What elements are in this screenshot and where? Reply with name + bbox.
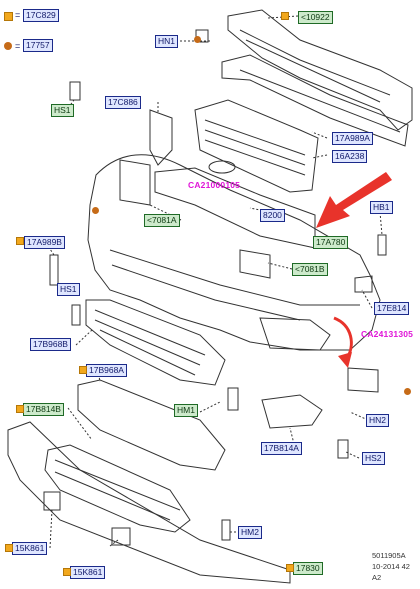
legend-square-marker [4, 12, 13, 21]
square-marker [63, 568, 71, 576]
dot-marker [194, 36, 201, 43]
square-marker [16, 237, 24, 245]
label-16a238: 16A238 [332, 150, 368, 163]
label-15k861-left: 15K861 [12, 542, 48, 555]
square-marker [5, 544, 13, 552]
reinforcement-beam [227, 9, 413, 131]
label-17b814b: 17B814B [23, 403, 64, 416]
label-8200: 8200 [260, 209, 285, 222]
energy-absorber [221, 54, 409, 147]
square-marker [79, 366, 87, 374]
label-17b968a: 17B968A [86, 364, 127, 377]
emblem [208, 160, 236, 174]
code-ca24131305: CA24131305 [361, 329, 414, 339]
label-hb1: HB1 [370, 201, 393, 214]
label-hn1: HN1 [155, 35, 179, 48]
side-bracket [149, 109, 173, 166]
label-7081b: <7081B [292, 263, 328, 276]
footer-ref-1: 5011905A [372, 551, 406, 560]
label-hs2: HS2 [362, 452, 385, 465]
label-hm2: HM2 [238, 526, 262, 539]
label-10922: <10922 [298, 11, 333, 24]
label-17a989b: 17A989B [24, 236, 65, 249]
dot-marker [92, 207, 99, 214]
dot-marker [404, 388, 411, 395]
label-hn2: HN2 [366, 414, 390, 427]
front-spoiler [7, 421, 291, 584]
square-marker [286, 564, 294, 572]
lower-grille-panel [77, 379, 226, 471]
label-17830: 17830 [293, 562, 323, 575]
label-hs1-mid: HS1 [57, 283, 80, 296]
legend-square-label: 17C829 [23, 9, 59, 22]
code-ca21000105: CA21000105 [188, 180, 241, 190]
label-7081a: <7081A [144, 214, 180, 227]
label-17e814: 17E814 [374, 302, 410, 315]
label-17c886: 17C886 [105, 96, 141, 109]
label-hs1-top: HS1 [51, 104, 74, 117]
legend-equals: = [15, 10, 21, 20]
square-marker [281, 12, 289, 20]
lower-grille [85, 299, 226, 386]
label-15k861-bottom: 15K861 [70, 566, 106, 579]
label-17b968b: 17B968B [30, 338, 71, 351]
square-marker [16, 405, 24, 413]
legend-equals-2: = [15, 41, 21, 51]
label-17a989a: 17A989A [332, 132, 373, 145]
footer-ref-2: 10-2014 42 [372, 562, 410, 571]
lower-mesh [44, 444, 191, 533]
highlight-arrow [316, 172, 392, 228]
radiator-grille [194, 99, 319, 193]
legend-dot-label: 17757 [23, 39, 53, 52]
footer-ref-3: A2 [372, 573, 382, 582]
legend-dot-marker [4, 42, 12, 50]
label-hm1: HM1 [174, 404, 198, 417]
label-17b814a: 17B814A [261, 442, 302, 455]
label-17a780: 17A780 [313, 236, 349, 249]
fog-lamp-bezel [261, 394, 323, 429]
